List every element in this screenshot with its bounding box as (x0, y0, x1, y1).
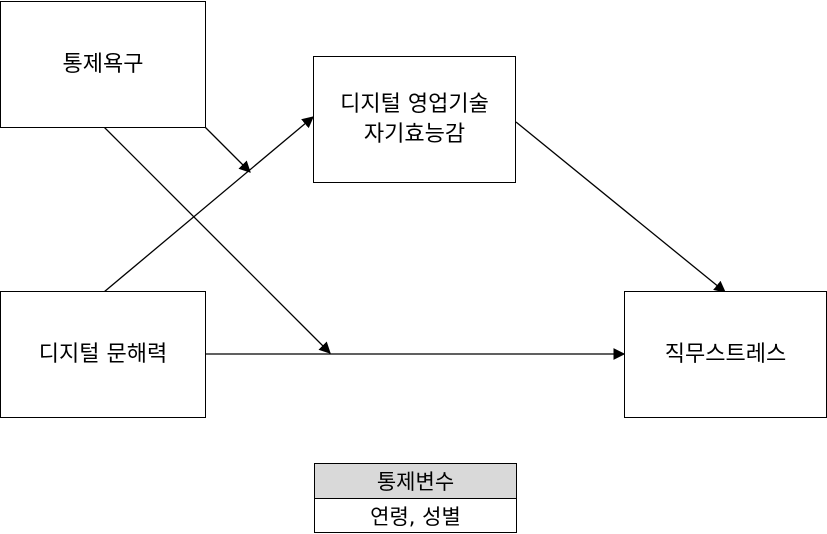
node-job-stress-label: 직무스트레스 (664, 341, 787, 367)
node-digital-literacy: 디지털 문해력 (0, 291, 206, 418)
node-job-stress: 직무스트레스 (624, 291, 827, 418)
node-efficacy-line2: 자기효능감 (363, 121, 466, 147)
node-digital-sales-efficacy: 디지털 영업기술 자기효능감 (313, 56, 516, 183)
node-control-need-label: 통제욕구 (62, 51, 144, 77)
control-variables-header: 통제변수 (315, 464, 516, 499)
arrow-efficacy-to-stress (515, 121, 726, 293)
control-variables-value: 연령, 성별 (370, 505, 461, 529)
arrow-control-to-moderation (204, 126, 251, 173)
node-digital-literacy-label: 디지털 문해력 (38, 341, 168, 367)
node-control-need: 통제욕구 (0, 1, 206, 128)
arrow-control-to-direct-moderation (103, 126, 331, 354)
node-efficacy-line1: 디지털 영업기술 (340, 91, 489, 117)
arrow-literacy-to-efficacy (103, 116, 314, 293)
control-variables-table: 통제변수 연령, 성별 (314, 463, 517, 533)
